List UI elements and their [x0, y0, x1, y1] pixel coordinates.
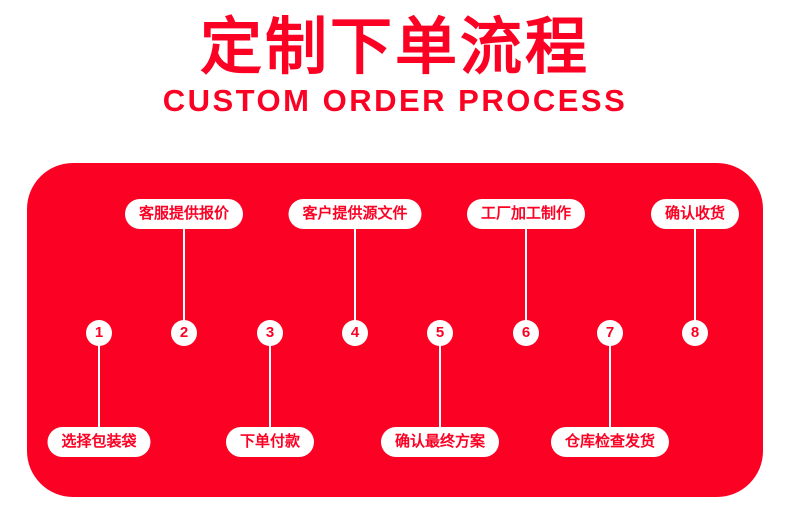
page-title-en: CUSTOM ORDER PROCESS [162, 82, 628, 118]
step-connector-line [439, 344, 441, 441]
step-connector-line [183, 218, 185, 332]
step-connector-line [609, 344, 611, 441]
process-panel: 1 选择包装袋 2 客服提供报价 3 下单付款 4 客户提供源文件 5 确认最终方案 6 工厂加工制作… [27, 163, 763, 497]
step-connector-line [354, 218, 356, 332]
step-number-badge: 4 [342, 320, 368, 346]
step-number-badge: 3 [257, 320, 283, 346]
step-number-badge: 1 [86, 320, 112, 346]
step-label-pill: 客服提供报价 [124, 199, 244, 229]
step-connector-line [525, 218, 527, 332]
step-number-badge: 5 [427, 320, 453, 346]
step-number-badge: 7 [597, 320, 623, 346]
step-number-badge: 2 [171, 320, 197, 346]
step-label-pill: 确认收货 [650, 199, 740, 229]
step-label-pill: 确认最终方案 [380, 427, 500, 457]
step-label-pill: 仓库检查发货 [550, 427, 670, 457]
step-label-pill: 下单付款 [225, 427, 315, 457]
step-label-pill: 工厂加工制作 [466, 199, 586, 229]
step-label-pill: 客户提供源文件 [288, 199, 422, 229]
step-label-pill: 选择包装袋 [47, 427, 151, 457]
step-connector-line [269, 344, 271, 441]
step-number-badge: 8 [682, 320, 708, 346]
step-connector-line [694, 218, 696, 332]
step-connector-line [98, 344, 100, 441]
page-header: 定制下单流程 CUSTOM ORDER PROCESS [0, 0, 790, 116]
page-title-cn: 定制下单流程 [199, 10, 590, 83]
step-number-badge: 6 [513, 320, 539, 346]
